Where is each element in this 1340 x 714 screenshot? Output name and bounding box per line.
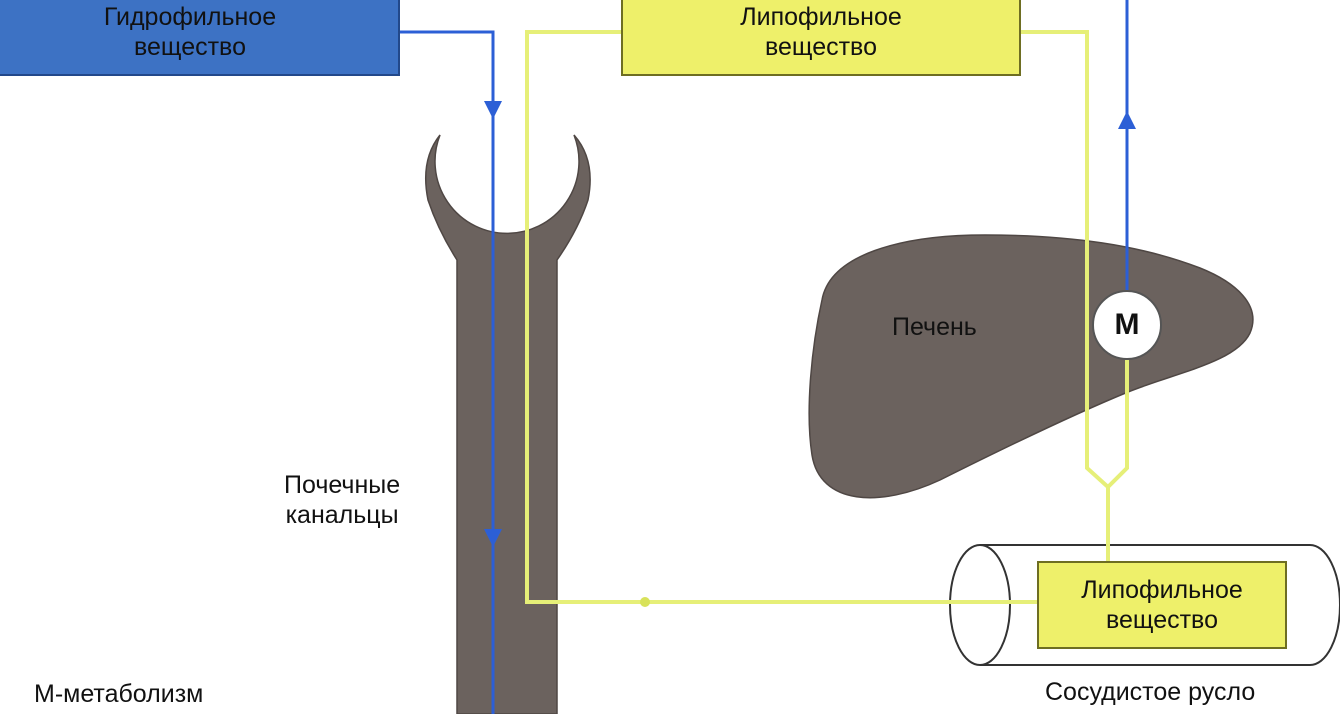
hydrophilic-substance-label: Гидрофильное вещество (103, 3, 277, 61)
hydrophilic-substance-box: Гидрофильное вещество (0, 0, 400, 76)
lipophilic-to-liver-line (1106, 360, 1129, 561)
metabolism-marker: М (1092, 290, 1162, 360)
reabsorption-flow-dot (640, 597, 650, 607)
lipophilic-substance-box-top: Липофильное вещество (621, 0, 1021, 76)
lipophilic-reabsorption-line (525, 30, 1037, 604)
lipophilic-substance-label-vessel: Липофильное вещество (1081, 576, 1243, 634)
hydrophilic-flow-line (398, 30, 502, 119)
metabolism-marker-letter: М (1114, 308, 1140, 341)
lipophilic-substance-label-top: Липофильное вещество (740, 3, 902, 61)
metabolism-legend: М-метаболизм (34, 680, 204, 708)
liver-label: Печень (892, 313, 977, 341)
vessel-label: Сосудистое русло (1045, 678, 1256, 706)
lipophilic-return-line (1021, 30, 1110, 489)
lipophilic-substance-box-vessel: Липофильное вещество (1037, 561, 1287, 649)
liver-shape (808, 234, 1254, 499)
renal-tubules-label: Почечные канальцы (284, 471, 401, 529)
renal-tubule-shape (425, 134, 591, 714)
